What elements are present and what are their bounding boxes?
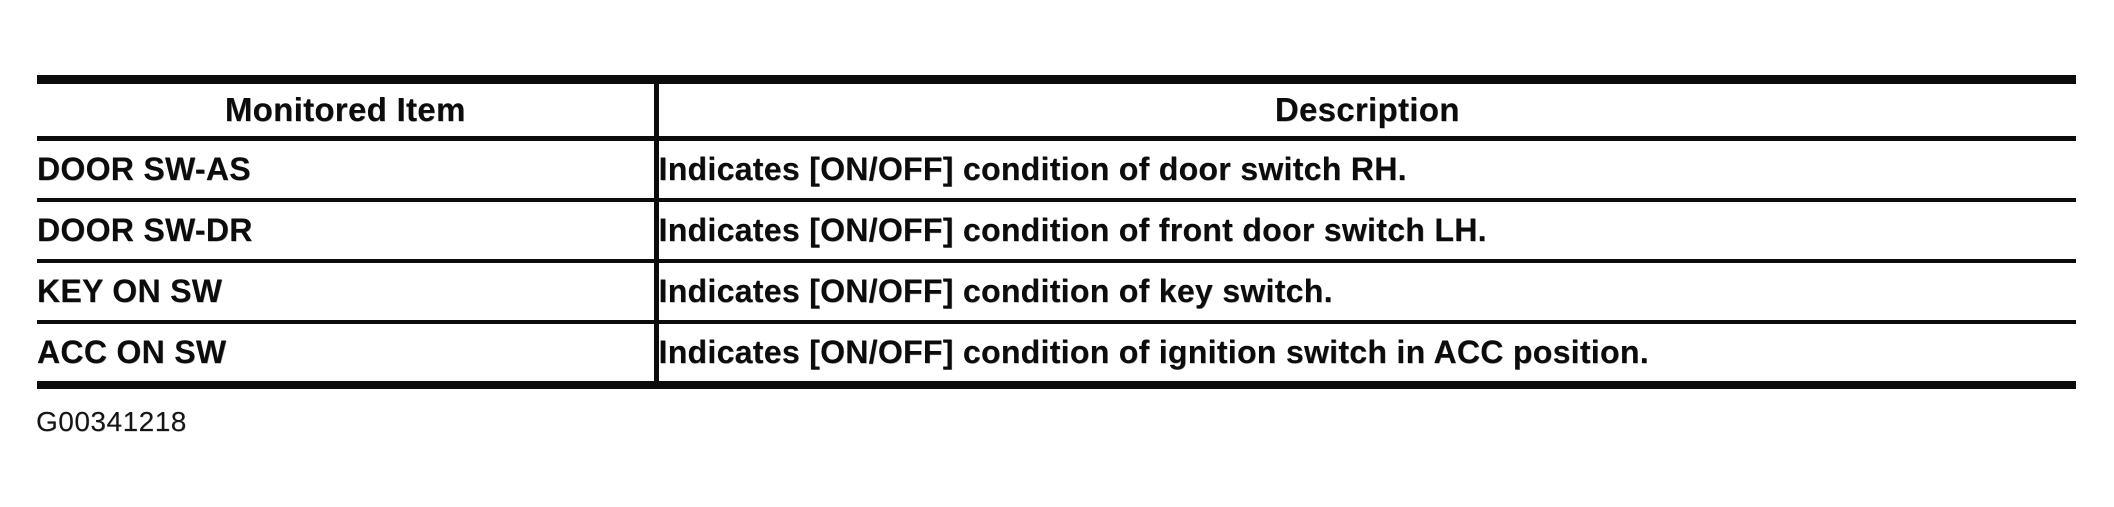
cell-monitored-item: DOOR SW-AS bbox=[37, 138, 656, 202]
cell-description: Indicates [ON/OFF] condition of door swi… bbox=[653, 138, 2076, 202]
cell-description: Indicates [ON/OFF] condition of key swit… bbox=[653, 261, 2076, 324]
figure-code: G00341218 bbox=[36, 406, 187, 437]
cell-description: Indicates [ON/OFF] condition of front do… bbox=[653, 200, 2076, 263]
cell-monitored-item: KEY ON SW bbox=[37, 261, 656, 324]
column-header-monitored-item: Monitored Item bbox=[37, 79, 656, 141]
table-row: DOOR SW-DR Indicates [ON/OFF] condition … bbox=[37, 200, 2076, 263]
cell-monitored-item: ACC ON SW bbox=[37, 334, 227, 370]
monitored-items-table: Monitored Item Description DOOR SW-AS In… bbox=[37, 75, 2076, 389]
table-header-row: Monitored Item Description bbox=[37, 79, 2076, 141]
table-row: KEY ON SW Indicates [ON/OFF] condition o… bbox=[37, 261, 2076, 324]
cell-description: Indicates [ON/OFF] condition of ignition… bbox=[653, 322, 2076, 385]
column-header-description: Description bbox=[653, 79, 2076, 141]
table-row: ACC ON SW Indicates [ON/OFF] condition o… bbox=[37, 322, 2076, 385]
table-row: DOOR SW-AS Indicates [ON/OFF] condition … bbox=[37, 138, 2076, 202]
cell-monitored-item: DOOR SW-DR bbox=[37, 200, 656, 263]
